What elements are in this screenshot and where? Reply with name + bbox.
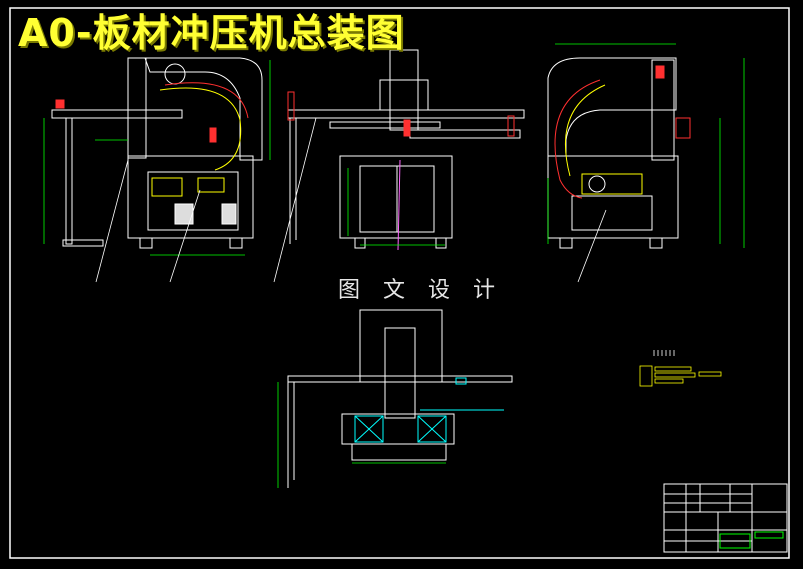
top-view-bottom xyxy=(277,309,513,488)
drawing-title: A0-板材冲压机总装图 xyxy=(18,11,405,55)
annotation-block xyxy=(639,350,722,387)
side-view-center xyxy=(273,49,525,283)
title-block xyxy=(663,483,788,553)
front-view-left xyxy=(43,57,271,283)
sheet-border xyxy=(9,7,790,559)
watermark-text: 图 文 设 计 xyxy=(338,278,503,303)
side-view-right xyxy=(547,43,745,283)
